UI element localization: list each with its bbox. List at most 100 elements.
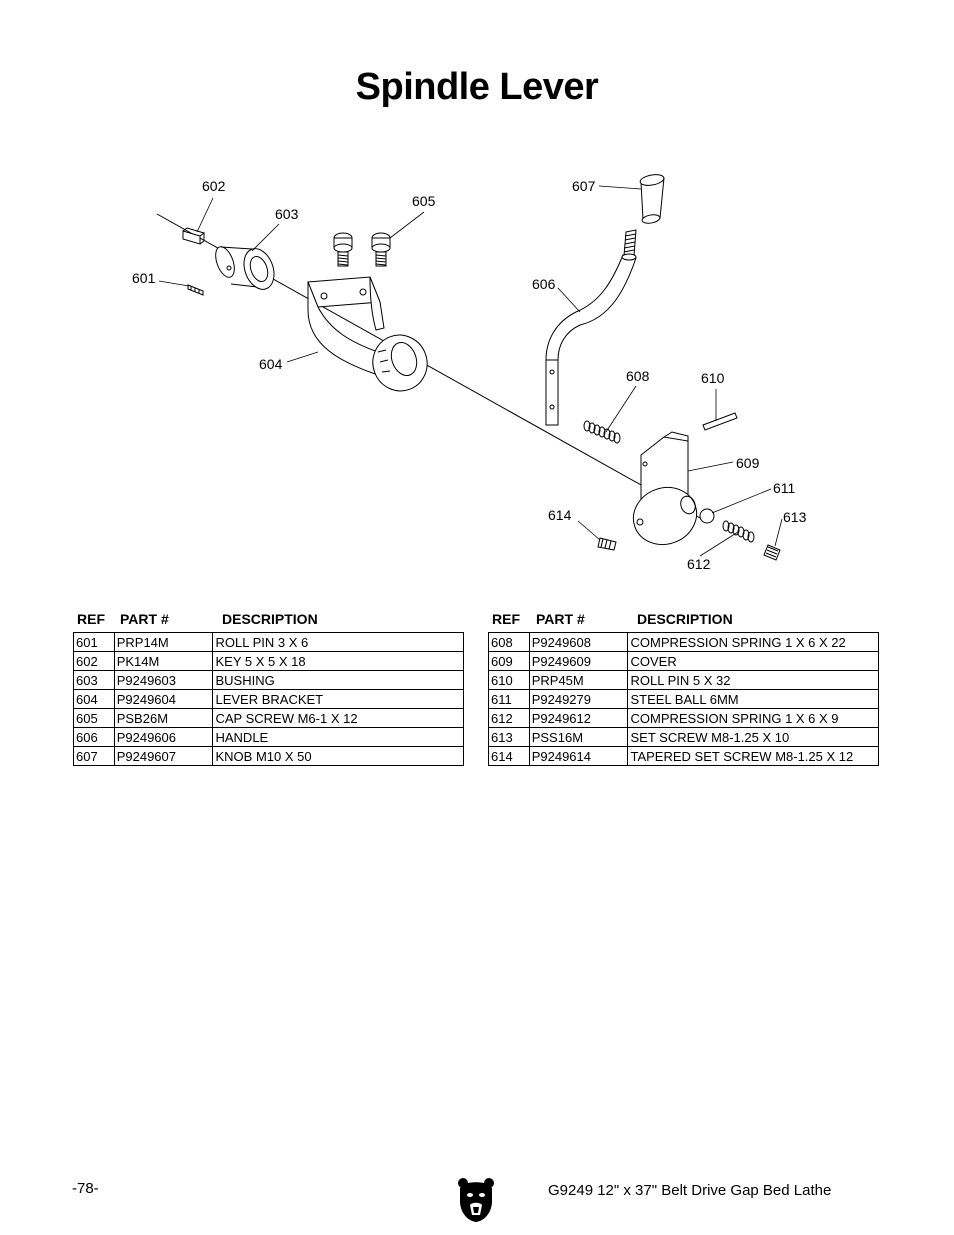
tapered-set-screw-614 [597,537,617,551]
callout-610: 610 [701,370,725,386]
ref-cell: 613 [488,727,530,747]
callout-608: 608 [626,368,650,384]
callout-602: 602 [202,178,226,194]
part-number-cell: PK14M [113,651,214,671]
description-cell: ROLL PIN 5 X 32 [627,670,879,690]
ref-cell: 602 [73,651,115,671]
steel-ball-part [699,508,715,524]
ref-cell: 606 [73,727,115,747]
parts-list-header: REF PART # DESCRIPTION [488,610,879,632]
callout-613: 613 [783,509,807,525]
part-number-cell: P9249612 [528,708,629,728]
ref-cell: 611 [488,689,530,709]
part-number-cell: PRP14M [113,632,214,652]
leader-lines [158,185,783,557]
callout-609: 609 [736,455,760,471]
description-cell: COVER [627,651,879,671]
bear-logo-icon [458,1178,494,1222]
ref-cell: 601 [73,632,115,652]
description-cell: SET SCREW M8-1.25 X 10 [627,727,879,747]
description-cell: COMPRESSION SPRING 1 X 6 X 22 [627,632,879,652]
part-number-cell: P9249603 [113,670,214,690]
ref-cell: 608 [488,632,530,652]
ref-cell: 607 [73,746,115,766]
callout-604: 604 [259,356,283,372]
callout-605: 605 [412,193,436,209]
description-cell: HANDLE [212,727,464,747]
part-number-cell: P9249604 [113,689,214,709]
callout-611: 611 [773,480,796,496]
description-cell: COMPRESSION SPRING 1 X 6 X 9 [627,708,879,728]
callout-607: 607 [572,178,596,194]
ref-cell: 610 [488,670,530,690]
part-number-cell: PSB26M [113,708,214,728]
callout-606: 606 [532,276,556,292]
set-screw-613 [763,544,781,561]
part-number-cell: P9249606 [113,727,214,747]
exploded-parts-diagram: 602 603 605 601 604 607 606 608 610 609 … [132,174,807,572]
callout-612: 612 [687,556,711,572]
cover-part [632,431,698,545]
description-header: DESCRIPTION [637,611,733,627]
knob-part [623,174,665,257]
lever-bracket-part [307,276,428,392]
handle-part [545,253,637,426]
key-part [182,227,206,245]
description-cell: STEEL BALL 6MM [627,689,879,709]
roll-pin-part [187,284,204,296]
part-number-cell: P9249609 [528,651,629,671]
page-number: -78- [72,1180,99,1197]
description-cell: TAPERED SET SCREW M8-1.25 X 12 [627,746,879,766]
part-number-cell: P9249607 [113,746,214,766]
model-title: G9249 12" x 37" Belt Drive Gap Bed Lathe [548,1182,832,1199]
part-number-cell: P9249279 [528,689,629,709]
compression-spring-608 [583,420,621,444]
ref-cell: 609 [488,651,530,671]
description-header: DESCRIPTION [222,611,318,627]
ref-header: REF [77,611,105,627]
ref-cell: 612 [488,708,530,728]
parts-list-header: REF PART # DESCRIPTION [73,610,464,632]
callout-603: 603 [275,206,299,222]
description-cell: KNOB M10 X 50 [212,746,464,766]
ref-cell: 614 [488,746,530,766]
description-cell: KEY 5 X 5 X 18 [212,651,464,671]
description-cell: CAP SCREW M6-1 X 12 [212,708,464,728]
description-cell: BUSHING [212,670,464,690]
part-number-cell: P9249608 [528,632,629,652]
ref-header: REF [492,611,520,627]
ref-cell: 603 [73,670,115,690]
ref-cell: 604 [73,689,115,709]
cap-screws-part [333,232,391,267]
bushing-part [215,246,275,290]
callout-601: 601 [132,270,156,286]
ref-cell: 605 [73,708,115,728]
description-cell: LEVER BRACKET [212,689,464,709]
part-number-cell: PRP45M [528,670,629,690]
callout-614: 614 [548,507,572,523]
part-header: PART # [536,611,585,627]
description-cell: ROLL PIN 3 X 6 [212,632,464,652]
page-title: Spindle Lever [355,66,599,108]
part-header: PART # [120,611,169,627]
part-number-cell: PSS16M [528,727,629,747]
compression-spring-612 [722,520,755,543]
